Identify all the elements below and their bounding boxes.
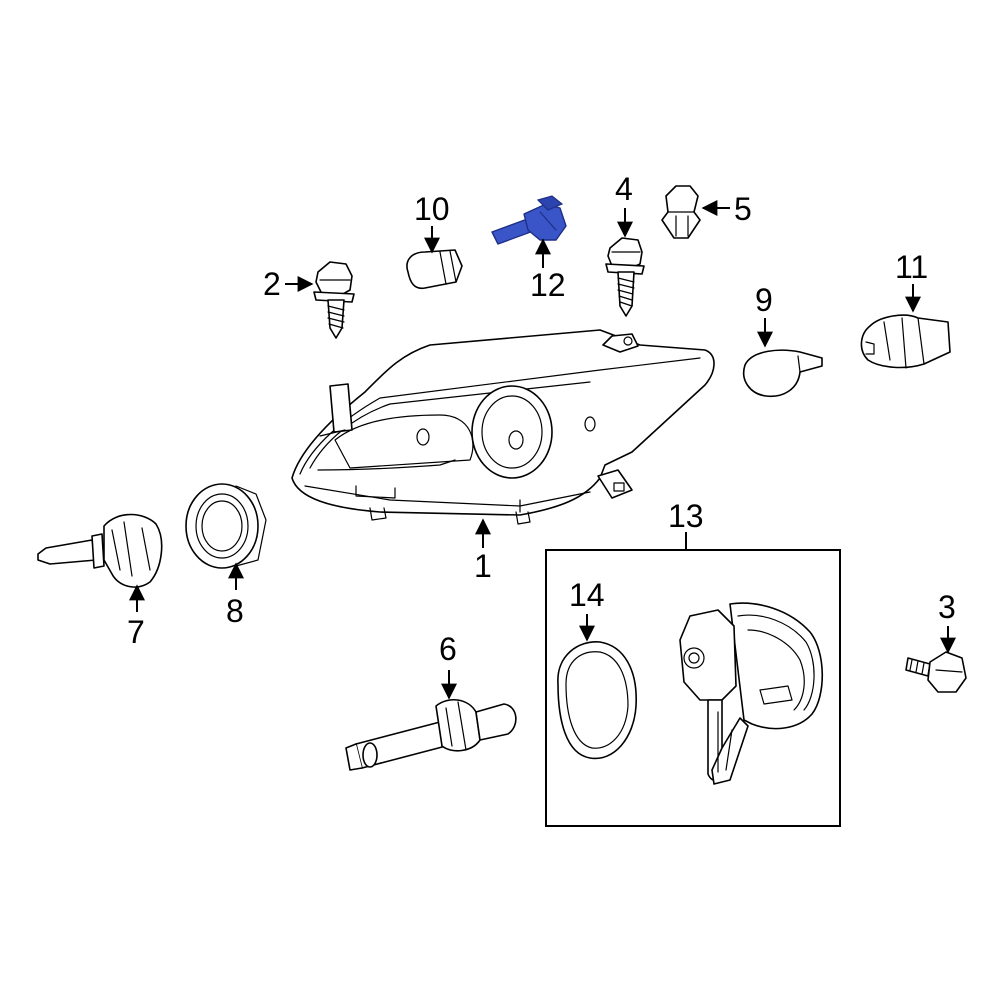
callout-13: 13: [668, 498, 704, 534]
callout-8: 8: [226, 593, 244, 629]
clip-part-5[interactable]: [661, 185, 701, 239]
bulb-part-9[interactable]: [743, 349, 823, 398]
socket-part-11[interactable]: [860, 314, 951, 369]
callout-labels: 2 10 12 4 5 9 11 1 13 7 8 6 14 3: [127, 171, 956, 667]
callout-7: 7: [127, 614, 145, 650]
callout-14: 14: [569, 577, 605, 613]
callout-arrows: [129, 200, 956, 700]
bolt-part-2[interactable]: [313, 261, 355, 339]
callout-2: 2: [263, 266, 281, 302]
kit-box-part-13: [545, 549, 841, 827]
socket-bracket[interactable]: [679, 602, 824, 785]
oring-part-14[interactable]: [557, 641, 637, 760]
bolt-part-3[interactable]: [905, 651, 967, 693]
callout-10: 10: [414, 191, 450, 227]
retainer-part-8[interactable]: [185, 483, 267, 569]
bulb-part-10[interactable]: [406, 249, 463, 290]
headlamp-assembly[interactable]: [291, 329, 715, 525]
callout-6: 6: [439, 631, 457, 667]
screw-part-4[interactable]: [605, 237, 645, 317]
callout-5: 5: [734, 191, 752, 227]
callout-12: 12: [530, 267, 566, 303]
bulb-part-7[interactable]: [37, 513, 163, 588]
callout-9: 9: [755, 282, 773, 318]
bulb-part-6[interactable]: [345, 699, 517, 771]
callout-11: 11: [895, 249, 928, 285]
callout-3: 3: [938, 589, 956, 625]
callout-4: 4: [615, 171, 633, 207]
callout-1: 1: [474, 548, 492, 584]
socket-part-12[interactable]: [491, 195, 567, 245]
